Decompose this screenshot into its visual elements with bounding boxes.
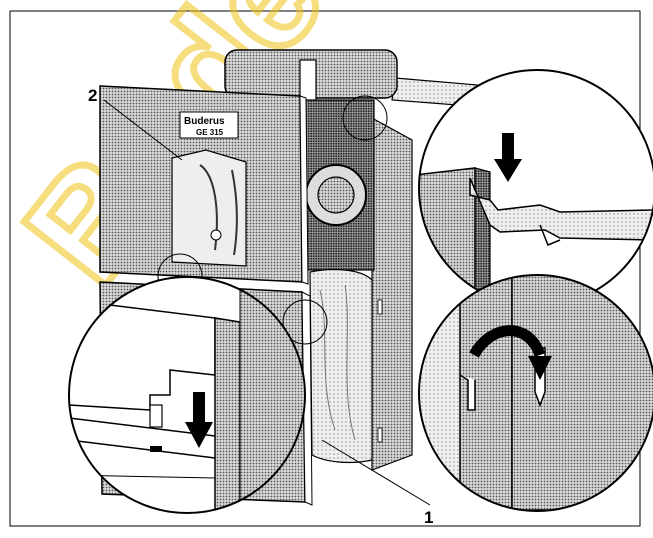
right-side-jacket bbox=[371, 116, 413, 471]
control-strap bbox=[299, 59, 317, 103]
callout-1-group: 1 bbox=[321, 439, 433, 527]
panel-cutout bbox=[171, 149, 247, 267]
inset-top-right bbox=[418, 69, 653, 307]
nameplate-brand: Buderus bbox=[184, 116, 225, 127]
inset-bottom-right bbox=[418, 274, 653, 512]
curved-arrow-icon bbox=[469, 325, 552, 380]
callout-2-group: 2 bbox=[88, 86, 183, 161]
inset-bottom-left bbox=[68, 276, 306, 514]
down-arrow-icon bbox=[494, 133, 522, 182]
nameplate-model: GE 315 bbox=[196, 128, 224, 137]
insulation-blanket bbox=[309, 269, 373, 464]
page-frame bbox=[9, 10, 641, 527]
down-arrow-icon bbox=[185, 392, 213, 448]
callout-2: 2 bbox=[88, 86, 97, 105]
ref-circle-top bbox=[342, 95, 388, 141]
callout-1: 1 bbox=[424, 508, 433, 527]
nameplate: Buderus GE 315 bbox=[179, 111, 239, 139]
ref-circle-right bbox=[282, 299, 328, 345]
